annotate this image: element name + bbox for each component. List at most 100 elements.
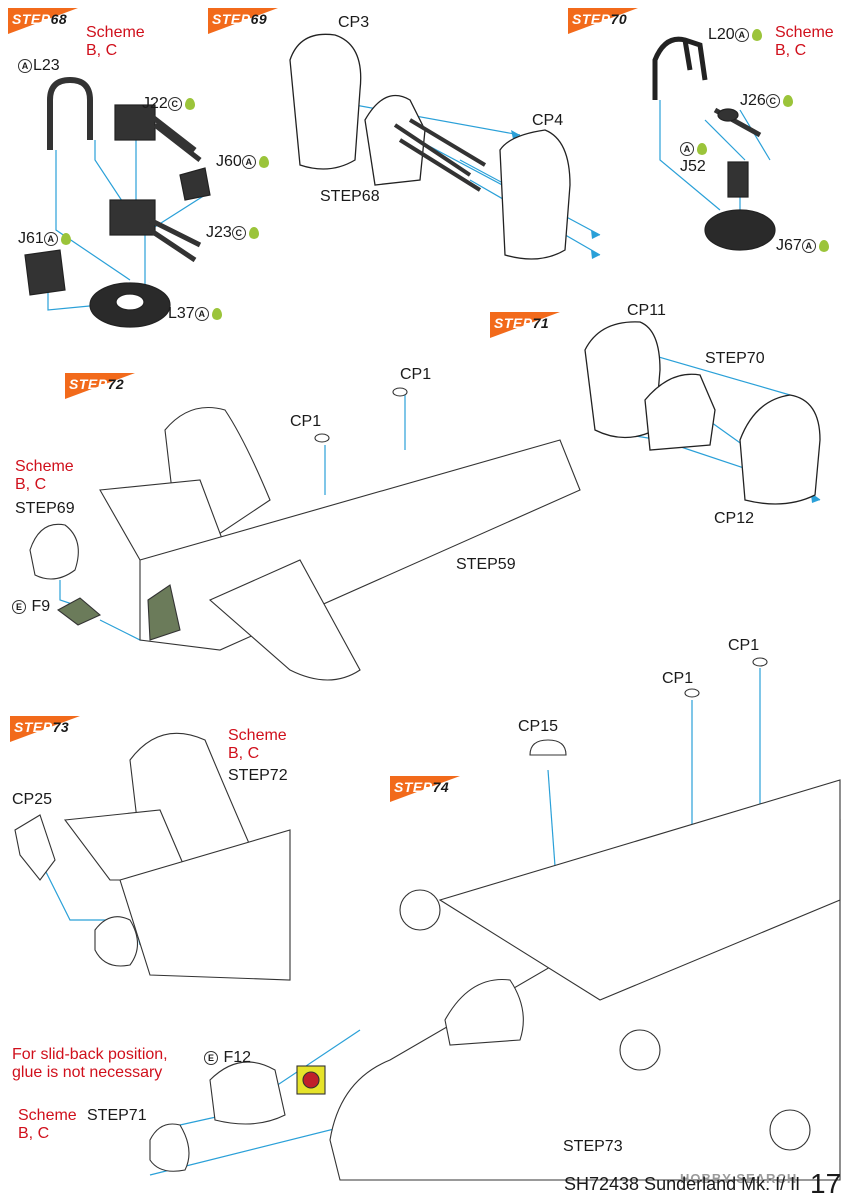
- no-glue-drop: [302, 1071, 320, 1089]
- fairing-F9: [56, 597, 102, 626]
- turret-STEP69: [29, 523, 79, 580]
- handle-L23: [47, 76, 93, 150]
- part-CP25: [14, 814, 56, 881]
- ref-CP12: CP12: [714, 510, 755, 527]
- ref-STEP68: STEP68: [320, 188, 380, 205]
- ref-CP1: CP1: [290, 413, 322, 430]
- ref-CP3: CP3: [338, 14, 370, 31]
- glue-drop-icon: [697, 142, 707, 155]
- ref-STEP59: STEP59: [456, 556, 516, 573]
- canopy-CP12: [739, 394, 821, 505]
- step69-turret: [289, 33, 571, 260]
- ref-STEP69: STEP69: [15, 500, 75, 517]
- bracket-J60: [179, 167, 211, 201]
- cap-CP1-d: [752, 657, 768, 667]
- watermark: HOBBY SEARCH: [680, 1171, 798, 1186]
- step70-parts: [652, 36, 776, 251]
- turret-ring: [364, 94, 426, 186]
- step-72-tab: STEP72: [65, 373, 143, 399]
- ref-CP11: CP11: [627, 302, 666, 319]
- part-label-F12: E F12: [204, 1049, 251, 1067]
- paint-e-icon: E: [12, 599, 26, 614]
- paint-c-icon: C: [765, 93, 780, 108]
- step-74-tab: STEP74: [390, 776, 468, 802]
- step-68-tab: STEP68: [8, 8, 86, 34]
- engine-right: [769, 1109, 811, 1151]
- paint-a-icon: A: [241, 154, 256, 169]
- step-69-tab: STEP69: [208, 8, 286, 34]
- turret-body: [644, 373, 716, 451]
- stabilizer-right: [208, 559, 361, 681]
- seat-J52: [727, 161, 749, 198]
- ref-CP4: CP4: [532, 112, 564, 129]
- ring-J67: [704, 209, 776, 251]
- turret-guns: [393, 118, 487, 192]
- nose-turret: [149, 1123, 190, 1172]
- engine-left: [399, 889, 441, 931]
- turntable-hole: [115, 293, 145, 311]
- glue-drop-icon: [248, 226, 259, 239]
- ref-CP25: CP25: [12, 791, 53, 808]
- paint-a-icon: A: [801, 238, 816, 253]
- cockpit: [444, 978, 524, 1046]
- step72-tail: [29, 387, 581, 681]
- glue-drop-icon: [60, 232, 71, 245]
- glue-drop-icon: [258, 155, 269, 168]
- paint-a-icon: A: [43, 231, 58, 246]
- ref-STEP73: STEP73: [563, 1138, 623, 1155]
- ref-STEP72: STEP72: [228, 767, 288, 784]
- wing: [438, 779, 841, 1001]
- ref-STEP71: STEP71: [87, 1107, 147, 1124]
- glue-drop-icon: [782, 94, 793, 107]
- gun-mount-J22: [114, 104, 156, 141]
- block-J61: [24, 249, 66, 296]
- gun-barrels-J22: [148, 113, 202, 162]
- cap-CP1-b: [392, 387, 408, 397]
- step68-parts: [24, 76, 211, 328]
- astrodome-CP15: [529, 739, 567, 756]
- cap-CP1-a: [314, 433, 330, 443]
- step73-tail: [14, 732, 291, 981]
- page-number: 17: [810, 1168, 841, 1199]
- paint-a-icon: A: [734, 27, 749, 42]
- paint-e-icon: E: [204, 1050, 218, 1065]
- engine-centre: [619, 1029, 661, 1071]
- ref-CP1: CP1: [662, 670, 694, 687]
- ref-STEP70: STEP70: [705, 350, 765, 367]
- ref-CP1: CP1: [728, 637, 760, 654]
- step-71-tab: STEP71: [490, 312, 568, 338]
- cap-CP1-c: [684, 688, 700, 698]
- gun-mount-J23: [109, 199, 156, 236]
- glue-drop-icon: [818, 239, 829, 252]
- ref-CP15: CP15: [518, 718, 559, 735]
- paint-c-icon: C: [231, 225, 246, 240]
- step74-fuselage: [149, 657, 841, 1181]
- canopy-CP11: [584, 321, 661, 439]
- ref-CP1: CP1: [400, 366, 432, 383]
- glue-drop-icon: [751, 28, 762, 41]
- step-73-tab: STEP73: [10, 716, 88, 742]
- turret: [94, 916, 139, 967]
- tail-turret-recess: [147, 584, 181, 641]
- paint-c-icon: C: [167, 96, 182, 111]
- footer-title: SH72438 Sunderland Mk. I/ II: [564, 1174, 801, 1194]
- paint-a-icon: A: [194, 306, 209, 321]
- canopy-F12: [209, 1061, 286, 1125]
- paint-a-icon: A: [18, 58, 32, 73]
- canopy-CP3: [289, 33, 362, 170]
- part-label-F9: E F9: [12, 598, 50, 616]
- glue-drop-icon: [211, 307, 222, 320]
